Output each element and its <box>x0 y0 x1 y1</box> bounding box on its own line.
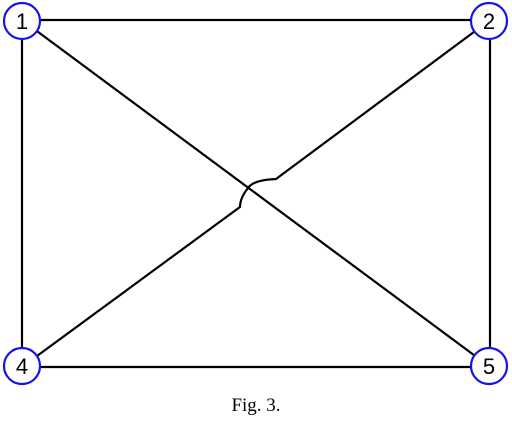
node-2-circle <box>469 1 509 41</box>
node-4-label: 4 <box>16 354 28 379</box>
node-2: 2 <box>469 1 509 41</box>
node-4-circle <box>2 346 42 386</box>
node-5: 5 <box>469 346 509 386</box>
node-2-label: 2 <box>483 9 495 34</box>
node-1-circle <box>2 1 42 41</box>
node-5-label: 5 <box>483 354 495 379</box>
edge-2-4 <box>20 18 492 369</box>
node-4: 4 <box>2 346 42 386</box>
node-1-label: 1 <box>16 9 28 34</box>
node-1: 1 <box>2 1 42 41</box>
figure-caption: Fig. 3. <box>231 395 281 416</box>
edge-1-5 <box>20 18 492 369</box>
node-5-circle <box>469 346 509 386</box>
